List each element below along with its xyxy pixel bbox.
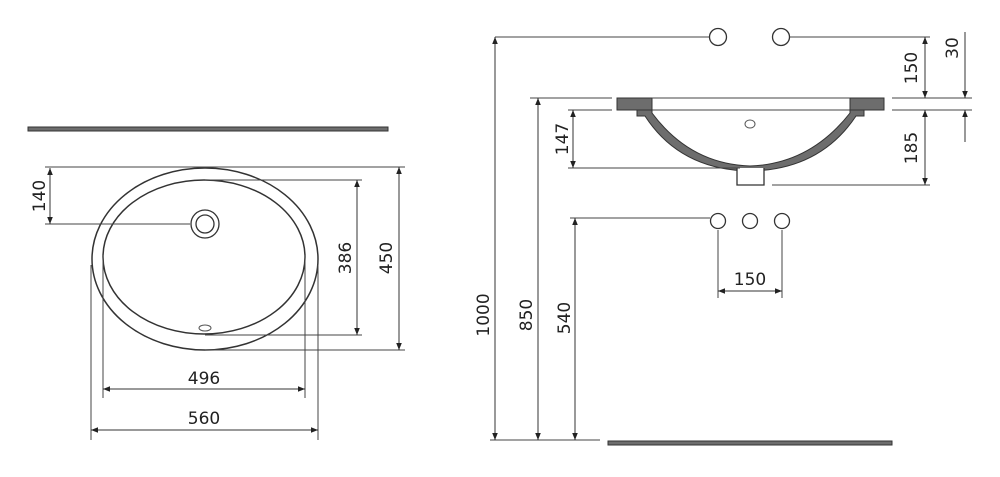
side-view: 1000 850 147 540 150 150 185 30 xyxy=(474,27,972,446)
dim-496-label: 496 xyxy=(188,369,220,389)
dim-540-label: 540 xyxy=(555,302,575,334)
countertop-bar xyxy=(27,126,389,132)
dim-185-label: 185 xyxy=(902,132,922,164)
tap-hole-icon xyxy=(708,27,728,47)
drain-inner xyxy=(195,214,215,234)
drain-outlet xyxy=(736,168,765,186)
dim-1000-label: 1000 xyxy=(474,293,494,336)
dim-850-label: 850 xyxy=(517,299,537,331)
tap-hole-icon xyxy=(741,212,759,230)
dim-140-label: 140 xyxy=(30,180,50,212)
top-view: 140 386 450 496 560 xyxy=(27,126,405,440)
dim-30-label: 30 xyxy=(943,37,963,59)
overflow-hole xyxy=(198,324,212,332)
floor-bar xyxy=(607,440,893,446)
tap-hole-icon xyxy=(773,212,791,230)
basin-bowl xyxy=(636,109,865,172)
dim-147-label: 147 xyxy=(553,123,573,155)
tap-hole-icon xyxy=(771,27,791,47)
dim-150-spacing-label: 150 xyxy=(734,270,766,290)
tap-hole-icon xyxy=(709,212,727,230)
dim-560-label: 560 xyxy=(188,409,220,429)
drain-icon xyxy=(190,209,220,239)
countertop-section-right xyxy=(849,97,885,111)
countertop-section-left xyxy=(616,97,653,111)
outer-rim xyxy=(91,167,319,351)
dim-386-label: 386 xyxy=(336,242,356,274)
overflow-hole xyxy=(744,119,756,129)
dim-450-label: 450 xyxy=(377,242,397,274)
dim-150-top-label: 150 xyxy=(902,52,922,84)
inner-basin xyxy=(102,179,306,335)
